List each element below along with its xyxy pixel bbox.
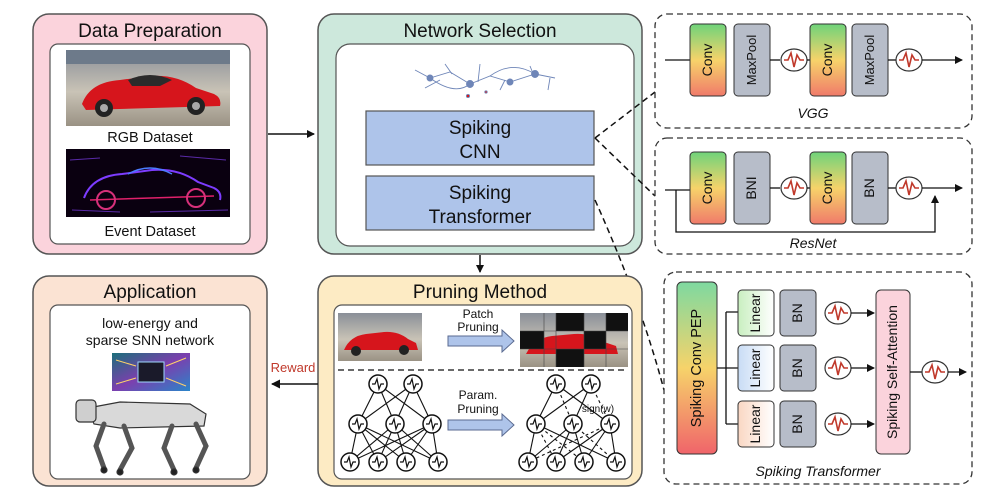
chip-icon bbox=[112, 353, 190, 391]
spike-glyph bbox=[400, 454, 412, 470]
application-desc-line1: low-energy and bbox=[102, 315, 198, 331]
connection bbox=[357, 383, 414, 425]
resnet-bn-2: BN bbox=[861, 178, 877, 197]
spike-glyph bbox=[522, 454, 534, 470]
spike-icon bbox=[780, 176, 808, 200]
spike-glyph bbox=[352, 416, 364, 432]
event-image bbox=[66, 149, 230, 217]
spike-glyph bbox=[407, 376, 419, 392]
spike-icon bbox=[921, 360, 949, 384]
spike-glyph bbox=[585, 376, 597, 392]
resnet-panel: Conv BNI Conv BN ResNet bbox=[654, 137, 973, 255]
robot-dog-icon bbox=[75, 399, 209, 476]
vgg-conv-2: Conv bbox=[819, 44, 835, 77]
patch-pruning-line2: Pruning bbox=[457, 320, 498, 334]
vgg-conv-1: Conv bbox=[699, 44, 715, 77]
connection bbox=[357, 423, 407, 463]
spike-glyph bbox=[372, 454, 384, 470]
spike-glyph bbox=[610, 454, 622, 470]
spike-glyph bbox=[550, 454, 562, 470]
spiking-cnn-line2: CNN bbox=[459, 142, 500, 163]
spike-glyph bbox=[432, 454, 444, 470]
spiking-transformer-line1: Spiking bbox=[449, 183, 511, 204]
spiking-cnn-line1: Spiking bbox=[449, 118, 511, 139]
spike-icon bbox=[895, 176, 923, 200]
linear-k: Linear bbox=[747, 348, 763, 387]
pruned-network bbox=[518, 374, 626, 472]
spike-icon bbox=[824, 356, 852, 380]
spiking-transformer-label: Spiking Transformer bbox=[755, 463, 881, 479]
rgb-dataset-label: RGB Dataset bbox=[107, 130, 192, 146]
spiking-transformer-line2: Transformer bbox=[429, 207, 532, 228]
rgb-image bbox=[66, 50, 230, 126]
pruning-method-panel: Pruning Method Patch Pruning Param. Prun… bbox=[317, 275, 643, 487]
spike-glyph bbox=[530, 416, 542, 432]
resnet-bn-1: BNI bbox=[743, 176, 759, 199]
param-pruning-line2: Pruning bbox=[457, 402, 498, 416]
spiking-cnn-box: Spiking CNN bbox=[365, 110, 595, 166]
neuron-illustration bbox=[414, 63, 556, 99]
connection bbox=[555, 383, 611, 425]
spiking-self-attention: Spiking Self-Attention bbox=[884, 305, 900, 439]
spiking-transformer-panel: Spiking Conv PEP Linear BN Linear BN Lin… bbox=[663, 271, 973, 485]
spike-icon bbox=[824, 412, 852, 436]
patch-source-image bbox=[338, 313, 422, 361]
resnet-conv-1: Conv bbox=[699, 172, 715, 205]
spike-icon bbox=[824, 301, 852, 325]
connection bbox=[349, 423, 396, 463]
pruning-method-title: Pruning Method bbox=[413, 282, 547, 303]
patch-pruned-image bbox=[520, 313, 628, 367]
spike-glyph bbox=[578, 454, 590, 470]
data-preparation-panel: Data Preparation RGB Dataset Event Datas… bbox=[32, 13, 268, 255]
spiking-conv-pep: Spiking Conv PEP bbox=[689, 309, 705, 427]
spiking-transformer-box: Spiking Transformer bbox=[365, 175, 595, 231]
vgg-panel: Conv MaxPool Conv MaxPool VGG bbox=[654, 13, 973, 129]
spike-icon bbox=[895, 48, 923, 72]
application-desc-line2: sparse SNN network bbox=[86, 332, 215, 348]
resnet-label: ResNet bbox=[790, 235, 838, 251]
event-dataset-label: Event Dataset bbox=[104, 224, 195, 240]
bn-k: BN bbox=[789, 358, 805, 377]
data-preparation-title: Data Preparation bbox=[78, 21, 222, 42]
bn-q: BN bbox=[789, 303, 805, 322]
connection bbox=[535, 423, 617, 463]
spike-glyph bbox=[344, 454, 356, 470]
application-panel: Application low-energy and sparse SNN ne… bbox=[32, 275, 268, 487]
connection bbox=[555, 423, 611, 463]
connection bbox=[357, 423, 439, 463]
pruned-connection bbox=[535, 423, 585, 463]
application-title: Application bbox=[104, 282, 197, 303]
spike-glyph bbox=[389, 416, 401, 432]
connection bbox=[377, 423, 433, 463]
connection bbox=[349, 423, 433, 463]
spike-glyph bbox=[550, 376, 562, 392]
spike-glyph bbox=[567, 416, 579, 432]
vgg-maxpool-2: MaxPool bbox=[862, 35, 877, 86]
param-pruning-line1: Param. bbox=[459, 388, 498, 402]
connection bbox=[377, 383, 433, 425]
network-selection-panel: Network Selection Spiking CNN Spiking Tr… bbox=[317, 13, 643, 255]
spike-glyph bbox=[372, 376, 384, 392]
spike-glyph bbox=[426, 416, 438, 432]
resnet-conv-2: Conv bbox=[819, 172, 835, 205]
connection bbox=[527, 423, 574, 463]
vgg-maxpool-1: MaxPool bbox=[744, 35, 759, 86]
dense-network bbox=[340, 374, 448, 472]
connection bbox=[535, 383, 592, 425]
sign-label: sign(w) bbox=[582, 404, 614, 415]
patch-pruning-line1: Patch bbox=[463, 307, 494, 321]
network-selection-title: Network Selection bbox=[403, 21, 556, 42]
linear-q: Linear bbox=[747, 293, 763, 332]
spike-icon bbox=[780, 48, 808, 72]
vgg-label: VGG bbox=[797, 105, 828, 121]
reward-label: Reward bbox=[271, 360, 316, 375]
bn-v: BN bbox=[789, 414, 805, 433]
linear-v: Linear bbox=[747, 404, 763, 443]
spike-glyph bbox=[604, 416, 616, 432]
